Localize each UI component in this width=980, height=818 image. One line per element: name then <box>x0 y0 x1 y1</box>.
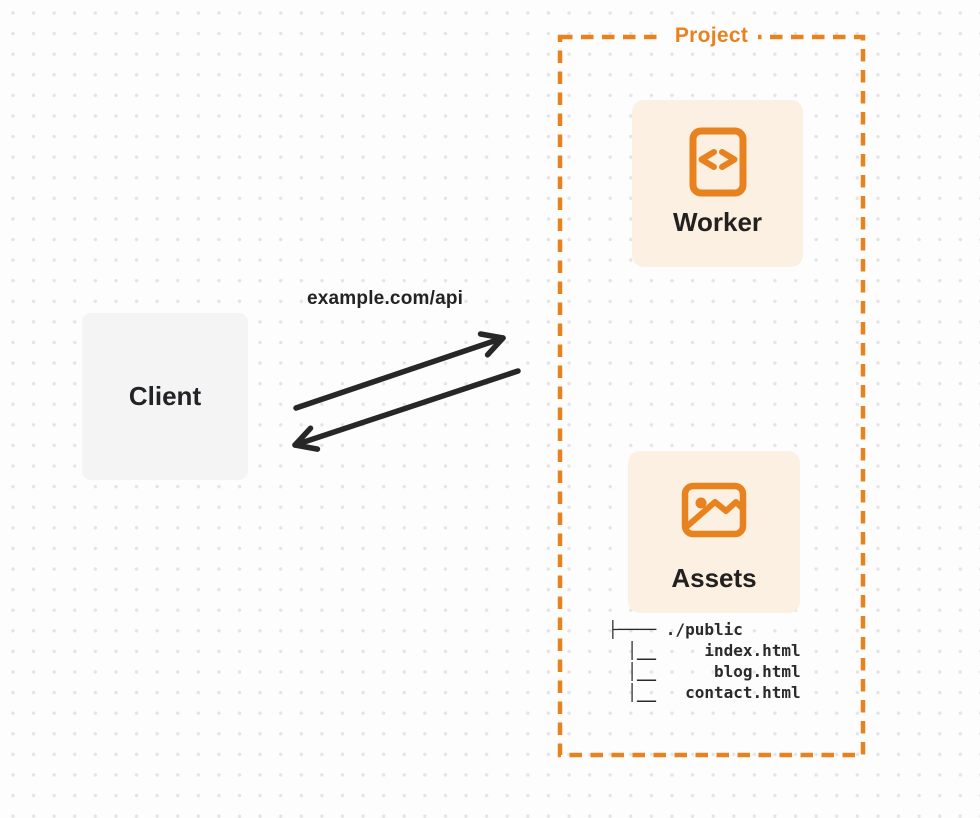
worker-node: Worker <box>632 100 803 267</box>
request-url-label: example.com/api <box>307 288 464 309</box>
project-group: Project <box>560 24 863 48</box>
response-arrow <box>292 368 521 452</box>
client-node: Client <box>82 313 248 480</box>
file-tree: ├──── ./public │__ index.html │__ blog.h… <box>608 619 801 703</box>
code-file-icon <box>689 127 746 197</box>
image-icon <box>681 482 747 538</box>
assets-node: Assets <box>628 451 800 613</box>
file-tree-item: │__ blog.html <box>608 662 801 681</box>
client-label: Client <box>128 381 202 411</box>
file-tree-root: ├──── ./public <box>608 620 743 639</box>
assets-label: Assets <box>671 563 757 593</box>
request-arrow <box>293 331 506 411</box>
file-tree-item: │__ index.html <box>608 641 801 660</box>
file-tree-item: │__ contact.html <box>608 683 801 702</box>
project-label: Project <box>664 24 759 48</box>
worker-label: Worker <box>672 207 763 237</box>
